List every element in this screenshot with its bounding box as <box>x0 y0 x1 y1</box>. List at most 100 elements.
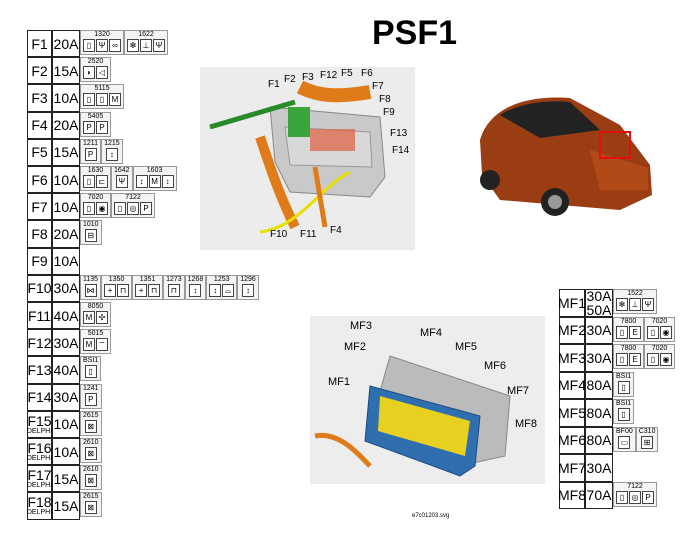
component-code: 1268 <box>187 275 204 283</box>
fuse-rating: 15A <box>52 492 80 520</box>
fuse-id: MF8 <box>558 481 586 509</box>
fuse-components: BSI1▯ <box>613 371 635 400</box>
fuse-rating: 30A <box>52 274 80 302</box>
component-group: 1350+⊓ <box>101 274 133 300</box>
fuse-id-label: F9 <box>31 253 48 270</box>
fuse-callout-f13: F13 <box>390 128 408 139</box>
fuse-amperage: 15A <box>53 497 79 514</box>
box-icon: ▯ <box>84 365 97 379</box>
fuse-components: BSI1▯ <box>613 399 635 427</box>
box-icon: ▯ <box>647 325 659 339</box>
component-icons: ⊠ <box>84 501 97 515</box>
starter-icon: ⊟ <box>84 229 97 243</box>
heater-icon: ∞ <box>109 39 121 52</box>
fuse-components: 7020▯◉7122▯◎P <box>80 193 155 220</box>
component-icons: ▯E <box>616 353 641 366</box>
fuse-amperage: 20A <box>53 35 79 52</box>
fuse-components: 2615⊠ <box>80 410 102 438</box>
fuse-components: 1522✻⊥Ψ <box>613 289 657 317</box>
fuse-components: BSI1▯ <box>80 356 102 383</box>
fuse-amperage: 30A <box>586 349 612 366</box>
component-code: 7020 <box>651 317 668 325</box>
plug-icon: Ψ <box>115 175 128 188</box>
fuse-rating: 10A <box>52 84 80 112</box>
fuse-amperage: 30A <box>53 280 79 297</box>
component-group: 1351+⊓ <box>132 274 164 300</box>
fuse-rating: 20A <box>52 30 80 58</box>
component-group: BSI1▯ <box>80 356 102 382</box>
component-group: C310⊞ <box>635 426 659 452</box>
fuse-id-label: MF3 <box>558 349 586 366</box>
component-group: BSI1▯ <box>613 399 635 424</box>
fuse-rating: 15A <box>52 138 80 166</box>
image-caption: e7c01203.svg <box>412 513 450 519</box>
component-group: 1320▯Ψ∞ <box>80 30 124 55</box>
fuse-id-label: F7 <box>31 198 48 215</box>
car-illustration <box>480 97 652 216</box>
plug-icon: Ψ <box>96 39 108 52</box>
speaker-icon: ◁ <box>96 66 108 80</box>
component-code: 2615 <box>83 411 99 419</box>
fuse-amperage: 10A <box>53 443 79 460</box>
fuse-amperage: 80A <box>586 404 612 421</box>
fuse-id-label: F13 <box>27 361 52 378</box>
component-code: 5115 <box>94 85 110 93</box>
fuse-manufacturer: DELPHI <box>26 482 53 490</box>
component-code: 1010 <box>83 221 99 229</box>
component-group: 1135⋈ <box>80 274 102 300</box>
fuse-amperage: 30A <box>586 287 612 304</box>
fuse-amperage: 80A <box>586 432 612 449</box>
maxi-callout-mf7: MF7 <box>507 385 529 397</box>
engine-icon: ⊓ <box>148 283 161 297</box>
box-icon: ▯ <box>83 175 95 188</box>
component-icons: Ψ <box>115 175 128 188</box>
car-image <box>470 80 660 220</box>
fuse-rating: 30A <box>585 454 613 482</box>
component-code: BSI1 <box>616 400 632 407</box>
component-icons: M⌔ <box>83 338 108 352</box>
fuse-callout-f14: F14 <box>392 145 410 156</box>
fuse-amperage: 10A <box>53 416 79 433</box>
fuse-id-label: MF1 <box>558 294 586 311</box>
gear-icon: ✻ <box>616 298 628 311</box>
pump-icon: P <box>642 490 654 504</box>
fuse-rating: 10A <box>52 410 80 438</box>
component-icons: +⊓ <box>104 283 130 297</box>
fuse-rating: 10A <box>52 438 80 466</box>
page-title: PSF1 <box>372 14 458 52</box>
lamp-icon: ⊠ <box>84 419 97 433</box>
component-icons: ▭ <box>618 435 631 449</box>
sensor-icon: ↕ <box>189 283 202 297</box>
fuse-id-label: F4 <box>31 117 48 134</box>
fuse-rating: 40A <box>52 356 80 384</box>
fuse-amperage: 30A <box>53 389 79 406</box>
fuse-id: MF7 <box>558 454 586 482</box>
component-code: 2520 <box>87 58 104 66</box>
component-icons: ⊞ <box>641 435 654 449</box>
fuse-amperage: 15A <box>53 470 79 487</box>
motor-icon: M <box>148 175 161 188</box>
fuse-id: F8 <box>27 220 52 248</box>
component-icons: ✻⊥Ψ <box>616 298 654 311</box>
connector-icon: ⊞ <box>641 435 654 449</box>
component-code: BF00 <box>616 427 633 435</box>
component-code: 1320 <box>94 31 110 38</box>
component-code: 7800 <box>620 317 637 325</box>
component-icons: ▯E <box>616 325 641 339</box>
fuse-callout-f2: F2 <box>284 74 296 85</box>
component-icons: P <box>84 392 97 406</box>
fuse-id: F12 <box>27 329 52 357</box>
component-code: 8050 <box>87 303 104 310</box>
pump-icon: P <box>84 392 97 406</box>
